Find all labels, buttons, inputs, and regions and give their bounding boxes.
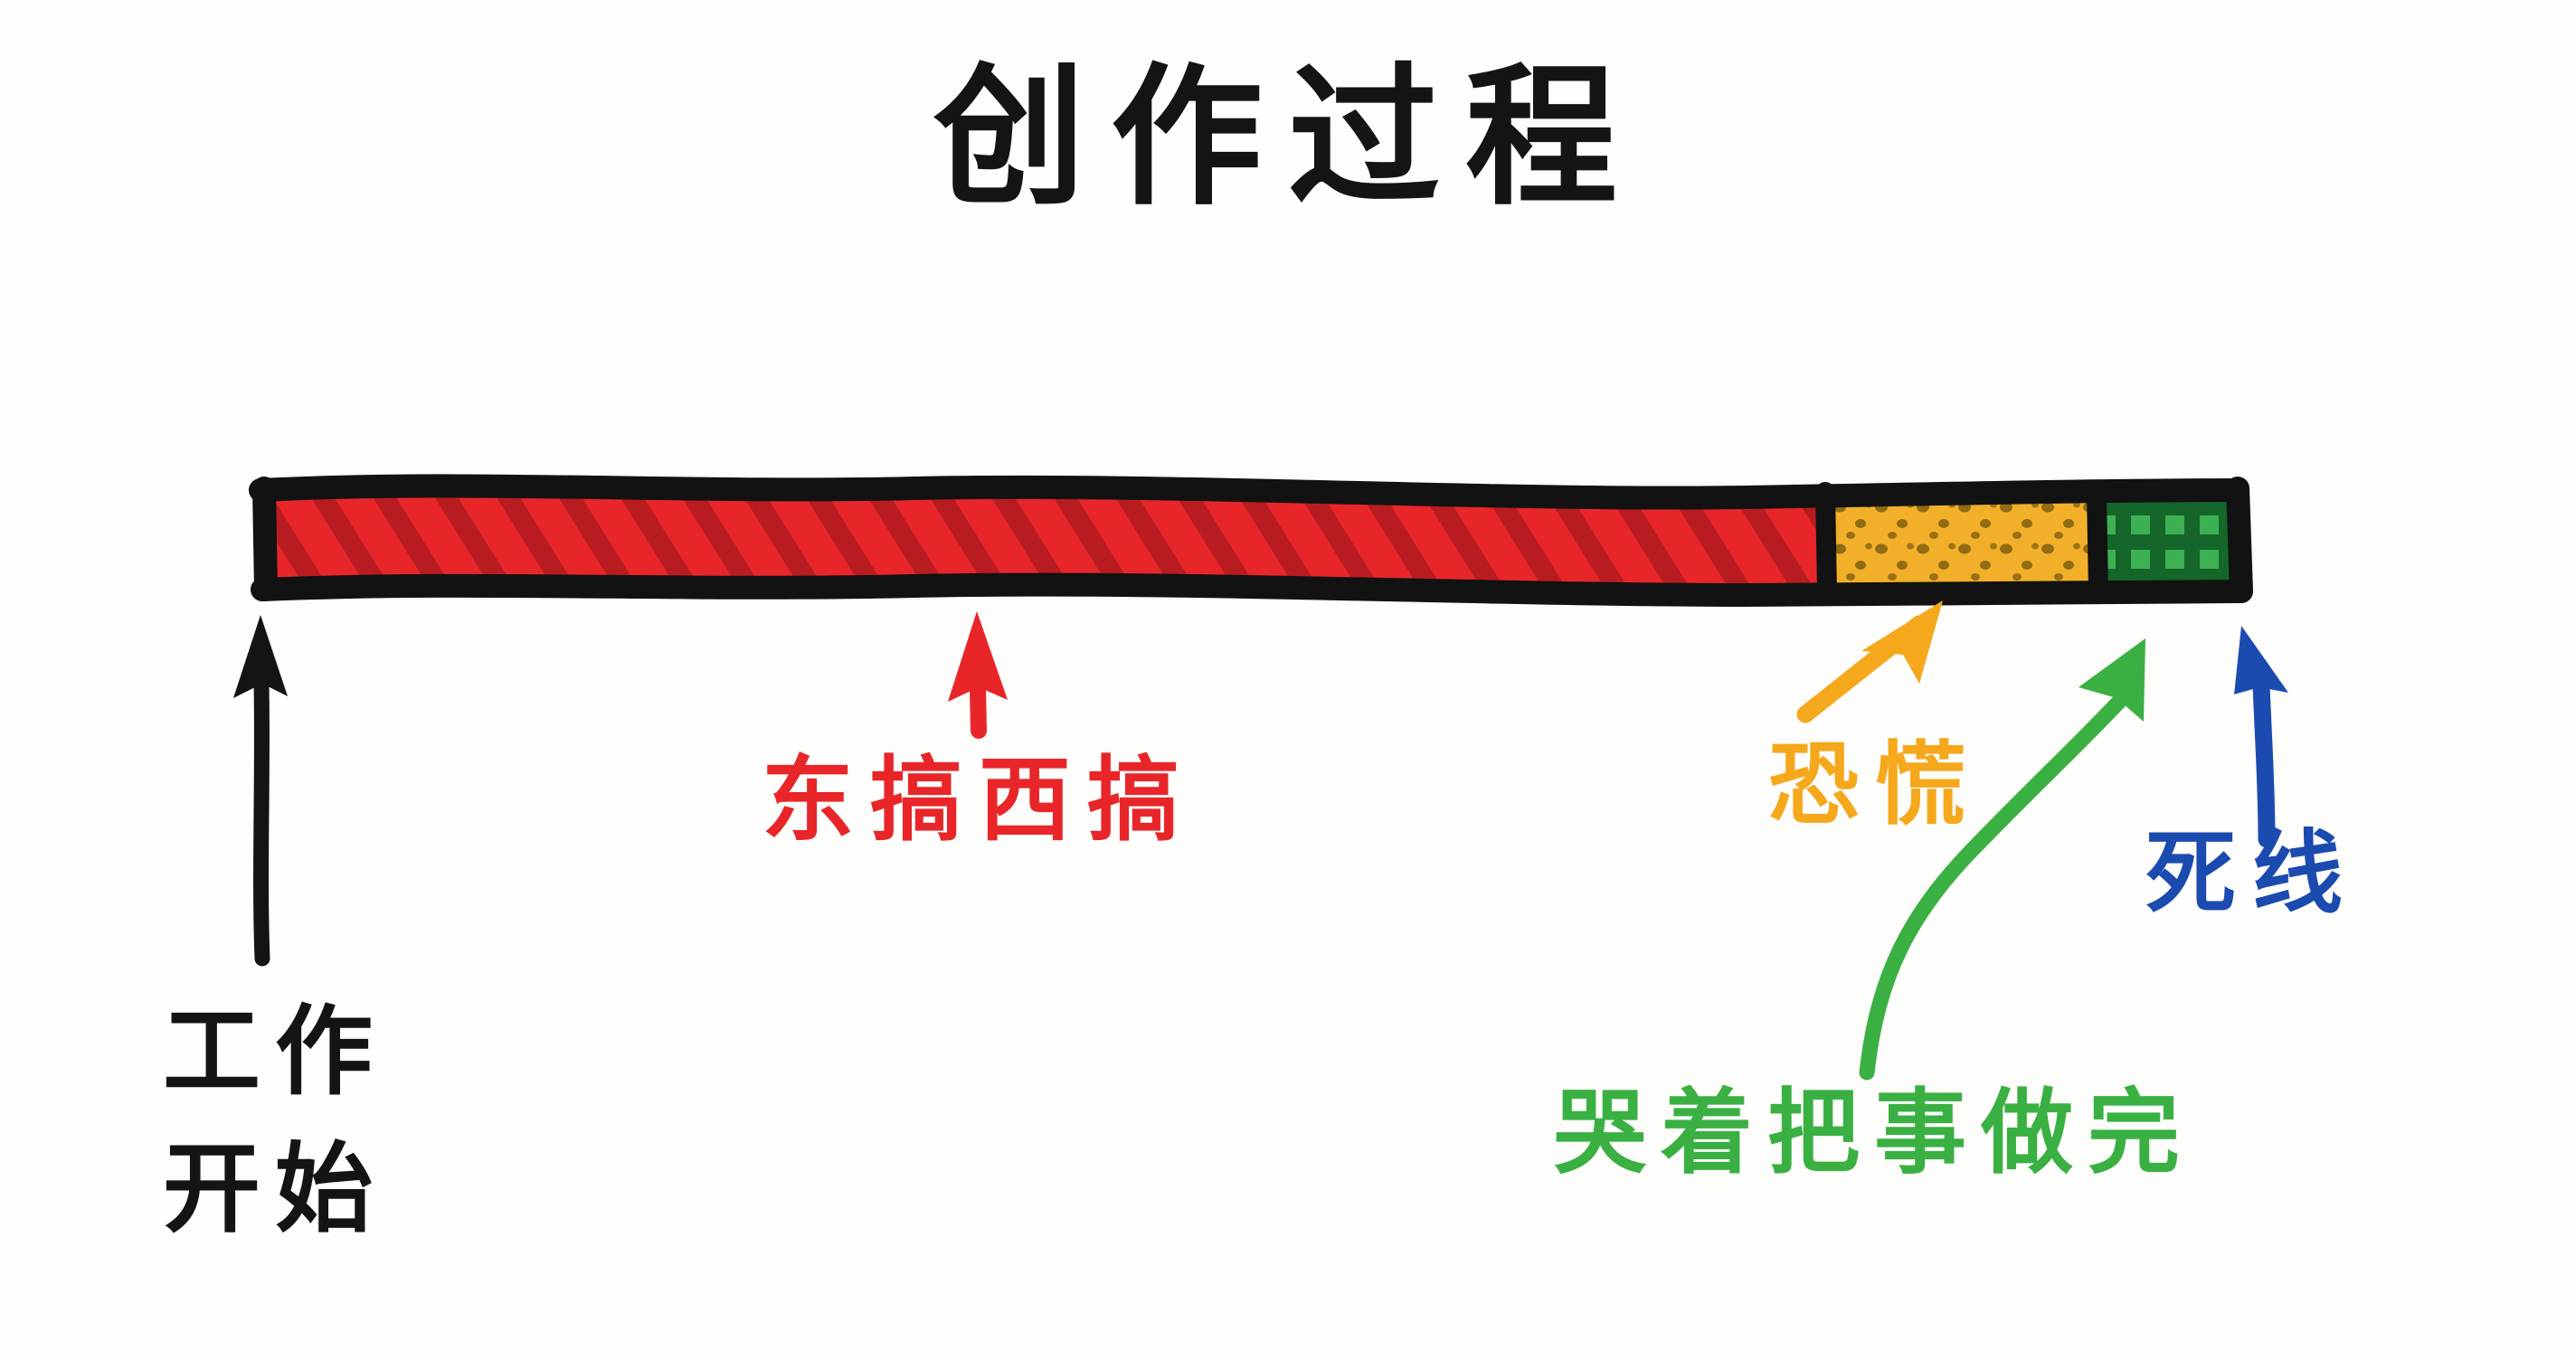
page-title: 创作过程 xyxy=(933,49,1643,226)
page-title-text: 创作过程 xyxy=(933,49,1643,226)
label-panic: 恐慌 xyxy=(1768,732,1982,837)
label-crying-to-finish-text: 哭着把事做完 xyxy=(1554,1080,2194,1187)
label-work-start-line2: 开始 xyxy=(163,1133,387,1246)
arrow-work-start xyxy=(233,615,288,967)
label-work-start: 工作 开始 xyxy=(163,996,387,1246)
label-work-start-line1: 工作 xyxy=(163,996,387,1109)
label-messing-around-text: 东搞西搞 xyxy=(762,747,1196,855)
label-messing-around: 东搞西搞 xyxy=(762,747,1196,855)
arrow-crying-to-finish xyxy=(1859,638,2145,1081)
arrow-panic xyxy=(1796,600,1943,723)
label-deadline-text: 死线 xyxy=(2145,820,2359,926)
arrow-messing-around xyxy=(948,611,1008,739)
label-deadline: 死线 xyxy=(2145,820,2359,926)
arrow-deadline xyxy=(2234,626,2288,848)
segment-panic xyxy=(1827,491,2098,590)
progress-bar-outline xyxy=(249,474,2253,607)
label-crying-to-finish: 哭着把事做完 xyxy=(1554,1080,2194,1187)
segment-crying-to-finish xyxy=(2098,491,2234,590)
label-panic-text: 恐慌 xyxy=(1768,732,1982,837)
